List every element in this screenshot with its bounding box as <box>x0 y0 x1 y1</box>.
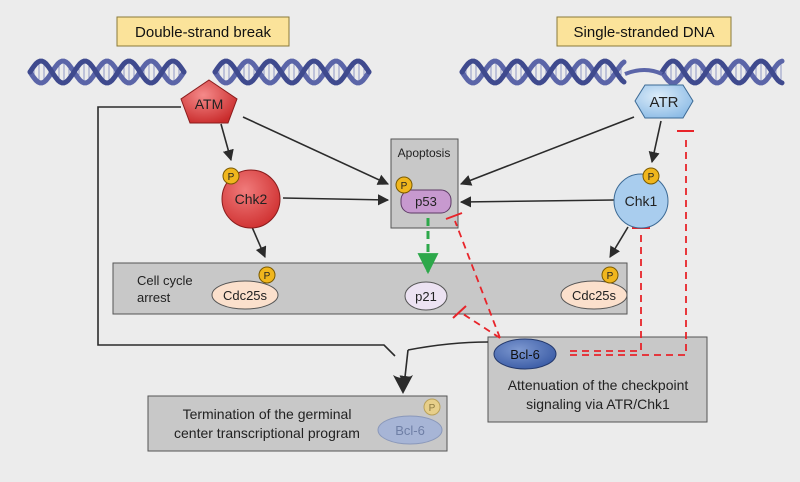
svg-text:P: P <box>648 172 655 183</box>
dsb-label-box <box>116 16 290 47</box>
bcl6-node <box>493 338 557 370</box>
svg-text:P: P <box>429 403 436 414</box>
termination-label-line1: Termination of the germinal <box>183 406 352 422</box>
arrest-label-line1: Cell cycle <box>137 273 193 288</box>
svg-text:P: P <box>264 271 271 282</box>
chk2-node <box>221 169 281 229</box>
convergence-arrowhead <box>393 375 413 394</box>
p53-label: p53 <box>415 194 437 209</box>
cdc25-left-label: Cdc25s <box>223 288 268 303</box>
p53-node <box>400 189 452 214</box>
atm-kinase-node <box>180 79 238 124</box>
bcl6-faded-node <box>377 415 443 445</box>
attenuation-label-line2: signaling via ATR/Chk1 <box>526 396 670 412</box>
atm-label: ATM <box>195 96 224 112</box>
dna-helix-broken-right <box>212 58 372 86</box>
bcl6-inhibition-lines <box>454 139 687 356</box>
termination-label-line2: center transcriptional program <box>174 425 360 441</box>
svg-text:P: P <box>401 181 408 192</box>
phospho-badge-cdc25-left: P <box>258 266 276 284</box>
cdc25-right-label: Cdc25s <box>572 288 617 303</box>
phospho-badge-chk1: P <box>642 167 660 185</box>
chk1-label: Chk1 <box>625 193 658 209</box>
atr-kinase-node <box>634 84 694 119</box>
single-strand-loop <box>624 68 663 76</box>
chk1-node <box>613 173 669 229</box>
bcl6-faded-label: Bcl-6 <box>395 423 425 438</box>
dna-helix-single-strand-left <box>459 58 627 86</box>
dna-helix-broken-left <box>27 58 187 86</box>
ssdna-label: Single-stranded DNA <box>574 24 715 41</box>
cdc25-right-node <box>560 280 628 310</box>
svg-text:P: P <box>607 271 614 282</box>
phospho-badge-faded: P <box>423 398 441 416</box>
dsb-label: Double-strand break <box>135 24 271 41</box>
cell-cycle-arrest-box <box>112 262 628 315</box>
cdc25-left-node <box>211 280 279 310</box>
ssdna-label-box <box>556 16 732 47</box>
arrest-label-line2: arrest <box>137 290 171 305</box>
atr-label: ATR <box>650 94 679 111</box>
p21-node <box>404 281 448 311</box>
phospho-badge-cdc25-right: P <box>601 266 619 284</box>
bcl6-label: Bcl-6 <box>510 347 540 362</box>
phospho-badge-chk2: P <box>222 167 240 185</box>
chk2-label: Chk2 <box>235 191 268 207</box>
apoptosis-label: Apoptosis <box>398 146 451 160</box>
phospho-badge-p53: P <box>395 176 413 194</box>
dna-helix-single-strand-right <box>659 58 785 86</box>
svg-text:P: P <box>228 172 235 183</box>
p21-label: p21 <box>415 289 437 304</box>
attenuation-label-line1: Attenuation of the checkpoint <box>508 377 689 393</box>
